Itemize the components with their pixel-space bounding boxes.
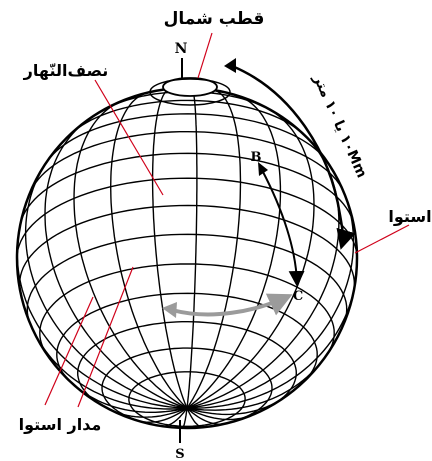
equator-label: استوا xyxy=(388,207,431,226)
north-label: N xyxy=(175,41,188,57)
parallel-line xyxy=(78,322,297,405)
point-b-label: B xyxy=(251,150,262,165)
parallel-arc-arrow xyxy=(172,296,289,314)
parallel-line xyxy=(57,293,317,379)
meridian-line xyxy=(187,90,241,408)
south-label: S xyxy=(175,447,184,461)
distance-arrow-head-top xyxy=(224,58,236,73)
pointer-equator-circle-1 xyxy=(45,297,93,405)
meridian-label: نصف‌النّهار xyxy=(23,61,109,80)
point-c-label: C xyxy=(293,289,303,304)
equator-line xyxy=(17,178,357,257)
meridian-line xyxy=(187,192,354,409)
meridian-line xyxy=(26,161,187,408)
meridian-line xyxy=(153,89,187,408)
meridian-line xyxy=(187,88,197,408)
north-pole-label: قطب شمال xyxy=(164,9,265,29)
pointer-north-pole xyxy=(198,33,212,78)
meridian-line xyxy=(187,96,280,408)
parallel-line xyxy=(40,264,334,354)
pointer-equator xyxy=(355,225,409,253)
parallel-line xyxy=(21,153,354,224)
meridian-line xyxy=(33,329,187,409)
equator-circle-label: مدار استوا xyxy=(19,415,102,434)
meridian-line xyxy=(111,93,187,408)
parallel-line xyxy=(27,234,346,321)
parallel-line xyxy=(20,206,355,289)
globe-grid xyxy=(17,88,357,428)
